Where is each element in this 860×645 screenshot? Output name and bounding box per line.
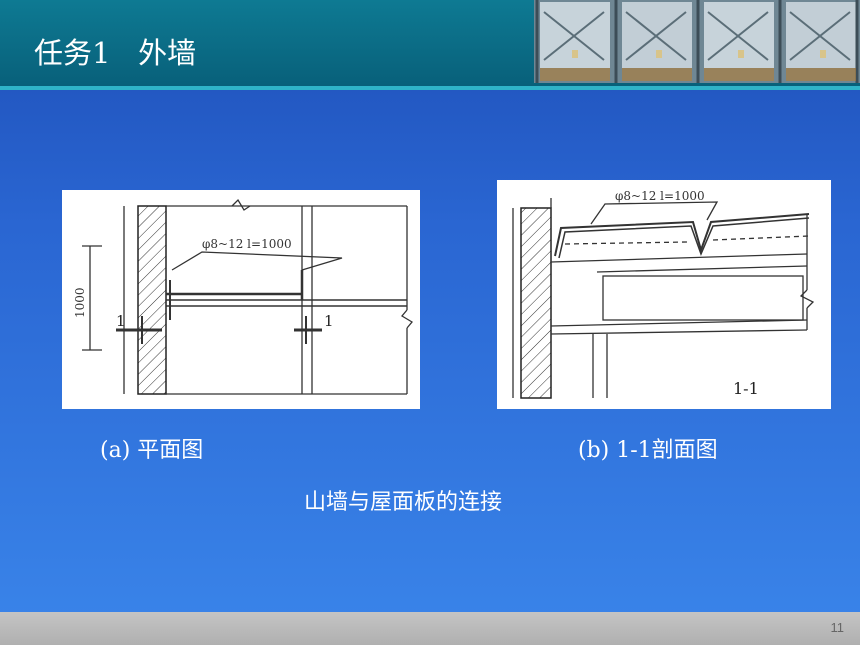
caption-plan: (a) 平面图: [100, 438, 204, 463]
section-mark-right: 1: [324, 312, 334, 330]
page-number: 11: [830, 620, 845, 635]
plan-dimension: 1000: [73, 287, 87, 318]
section-annotation: φ8~12 l=1000: [615, 189, 705, 203]
main-caption: 山墙与屋面板的连接: [304, 490, 503, 515]
wall-section: [137, 205, 167, 395]
slide-title: 任务1 外墙: [34, 36, 197, 70]
section-mark-left: 1: [116, 312, 126, 330]
section-label: 1-1: [733, 379, 759, 398]
header-photo: [534, 0, 860, 83]
header-accent-line: [0, 86, 860, 90]
plan-annotation: φ8~12 l=1000: [202, 237, 292, 251]
gable-wall: [520, 207, 552, 399]
figure-section-view: φ8~12 l=1000 1-1: [497, 180, 831, 409]
header-bar: 任务1 外墙: [0, 0, 860, 86]
footer-bar: 11: [0, 612, 860, 645]
figure-plan-view: φ8~12 l=1000 1000 1 1: [62, 190, 420, 409]
section-drawing: φ8~12 l=1000 1-1: [512, 189, 815, 399]
plan-drawing: φ8~12 l=1000 1000 1 1: [73, 198, 413, 395]
caption-section: (b) 1-1剖面图: [578, 438, 718, 463]
